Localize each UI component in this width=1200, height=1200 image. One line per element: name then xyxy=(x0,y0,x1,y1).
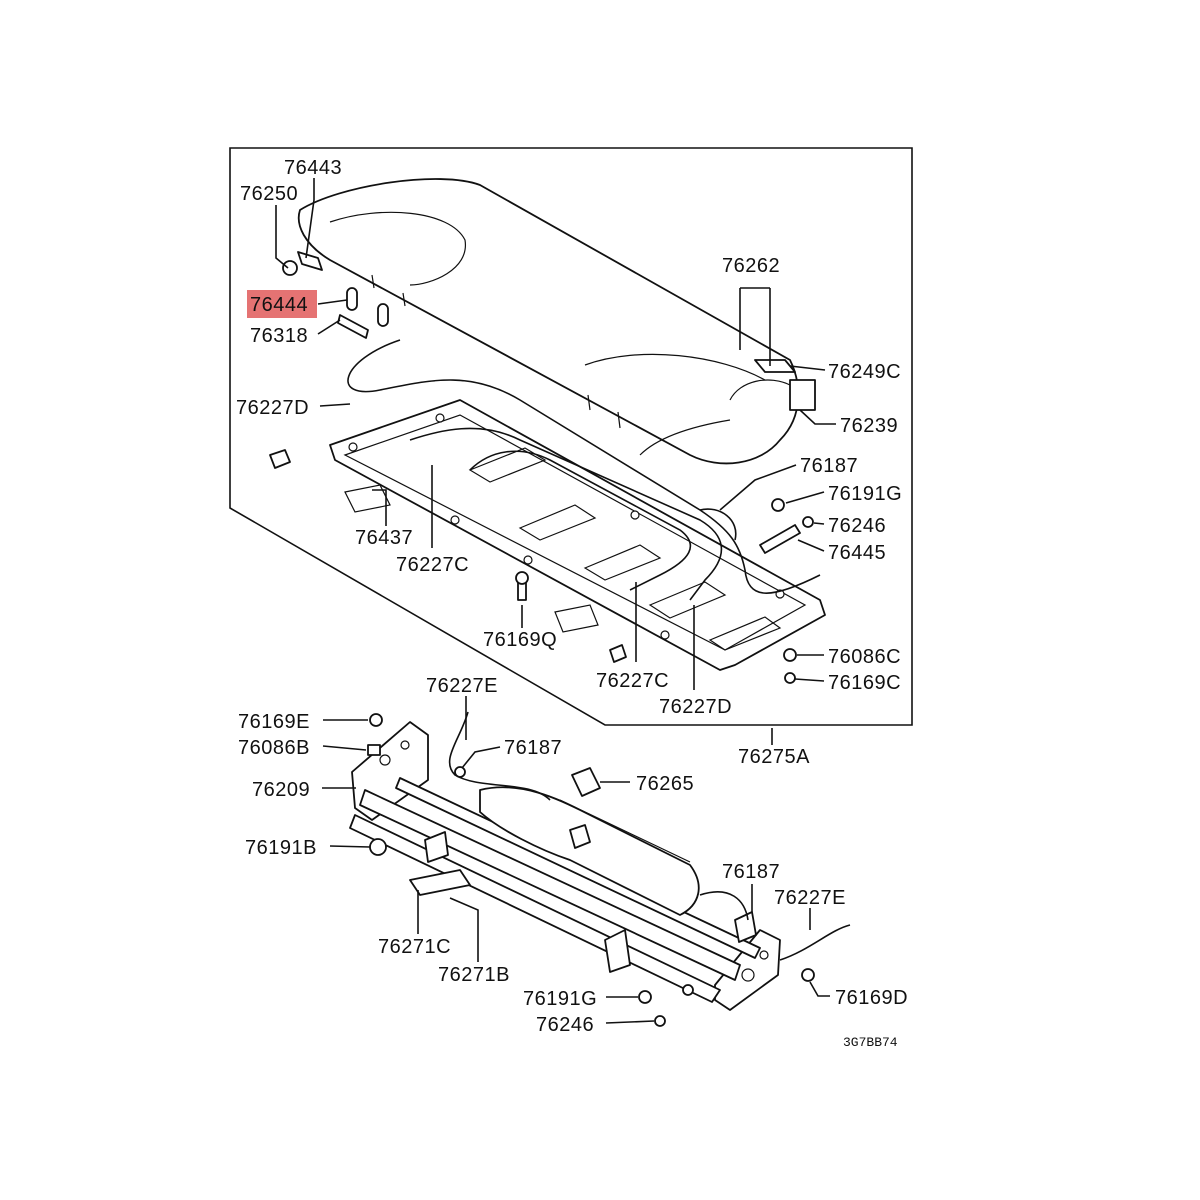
label-76445: 76445 xyxy=(828,542,886,564)
part-labels: 76443 76250 76444 76318 76262 76249C 762… xyxy=(236,157,908,1050)
label-76437: 76437 xyxy=(355,527,413,549)
diagram-code: 3G7BB74 xyxy=(843,1035,898,1050)
label-76249C: 76249C xyxy=(828,361,901,383)
part-76444 xyxy=(346,287,389,327)
label-76275A: 76275A xyxy=(738,746,810,768)
label-76227C-mid: 76227C xyxy=(596,670,669,692)
label-76265: 76265 xyxy=(636,773,694,795)
seat-adjuster-assembly xyxy=(349,711,851,1027)
label-76227D-top: 76227D xyxy=(236,397,309,419)
label-76187-bot: 76187 xyxy=(722,861,780,883)
label-76086C: 76086C xyxy=(828,646,901,668)
label-76169D: 76169D xyxy=(835,987,908,1009)
label-76169C: 76169C xyxy=(828,672,901,694)
seat-cushion xyxy=(297,178,816,465)
label-76262: 76262 xyxy=(722,255,780,277)
assembly-frame xyxy=(229,147,913,726)
label-76086B: 76086B xyxy=(238,737,310,759)
label-76187-mid: 76187 xyxy=(504,737,562,759)
hardware-upper xyxy=(269,449,814,684)
part-76443 xyxy=(297,251,323,271)
label-76239: 76239 xyxy=(840,415,898,437)
label-76191G-bot: 76191G xyxy=(523,988,597,1010)
label-76191G-top: 76191G xyxy=(828,483,902,505)
leader-lines xyxy=(275,178,836,1024)
highlight-76444 xyxy=(247,290,317,318)
label-76227D-mid: 76227D xyxy=(659,696,732,718)
part-76318 xyxy=(337,314,369,339)
label-76246-top: 76246 xyxy=(828,515,886,537)
label-76246-bot: 76246 xyxy=(536,1014,594,1036)
label-76227E-top: 76227E xyxy=(426,675,498,697)
part-76250 xyxy=(282,260,298,276)
label-76169Q: 76169Q xyxy=(483,629,557,651)
label-76318: 76318 xyxy=(250,325,308,347)
label-76271B: 76271B xyxy=(438,964,510,986)
label-76191B: 76191B xyxy=(245,837,317,859)
label-76209: 76209 xyxy=(252,779,310,801)
label-76444: 76444 xyxy=(250,294,308,316)
label-76227E-bot: 76227E xyxy=(774,887,846,909)
label-76227C-left: 76227C xyxy=(396,554,469,576)
label-76443: 76443 xyxy=(284,157,342,179)
label-76271C: 76271C xyxy=(378,936,451,958)
seat-pan xyxy=(329,339,826,671)
label-76187-top: 76187 xyxy=(800,455,858,477)
label-76250: 76250 xyxy=(240,183,298,205)
label-76169E: 76169E xyxy=(238,711,310,733)
